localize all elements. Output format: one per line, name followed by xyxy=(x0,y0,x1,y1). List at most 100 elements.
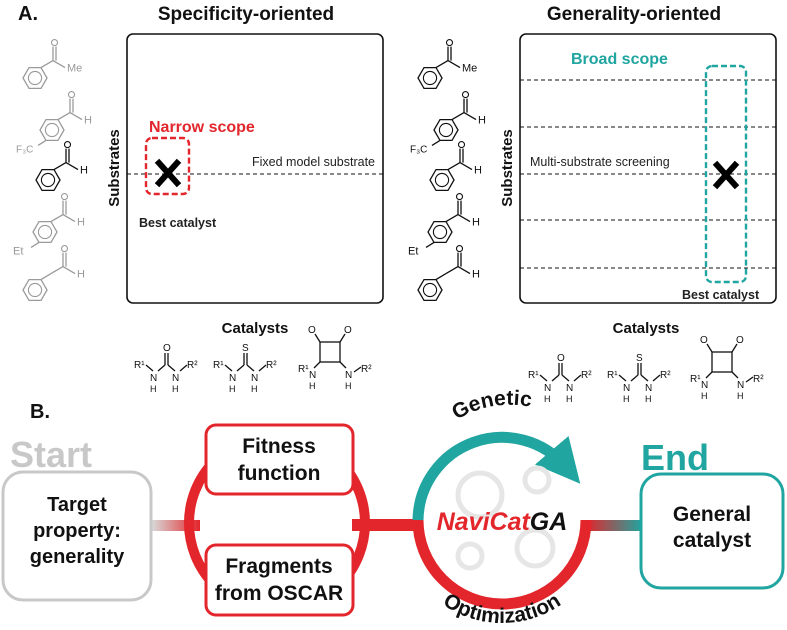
genetic-label-path: Genetic xyxy=(448,387,534,424)
bond xyxy=(463,112,477,121)
nitrogen-label: N xyxy=(701,380,708,391)
start-label: Start xyxy=(10,434,92,475)
substituent-label: H xyxy=(474,165,482,177)
ga-red-arc xyxy=(412,519,592,610)
oxygen-atom xyxy=(63,141,72,149)
hydrogen-label: H xyxy=(701,391,708,401)
bond xyxy=(224,364,233,372)
oxygen-label: O xyxy=(344,325,352,336)
bond xyxy=(551,374,560,382)
aromatic-circle xyxy=(44,122,60,138)
heteroatom-label: S xyxy=(636,353,643,364)
label-bg xyxy=(528,153,698,169)
bond xyxy=(731,343,738,353)
r1-label: R¹ xyxy=(607,370,618,381)
substrates-axis-right: Substrates xyxy=(499,129,516,207)
optimization-label: Optimization xyxy=(439,589,564,628)
bond xyxy=(457,266,471,275)
oxygen-atom xyxy=(60,193,69,201)
aromatic-circle xyxy=(27,70,43,86)
bond xyxy=(37,139,47,146)
bond xyxy=(313,361,321,369)
target-property-box xyxy=(1,470,153,602)
right-plot-frame xyxy=(519,33,777,304)
nitrogen-label: N xyxy=(566,383,573,394)
hydrogen-label: H xyxy=(345,381,352,391)
bond xyxy=(435,60,449,69)
bond xyxy=(451,112,465,121)
cf3-label: F₃C xyxy=(410,144,427,155)
aromatic-circle xyxy=(40,172,56,188)
bond xyxy=(30,241,40,248)
best-catalyst-marker-left xyxy=(154,158,182,188)
optimization-label-path: Optimization xyxy=(439,589,564,628)
benzene-ring xyxy=(22,278,48,302)
bond xyxy=(435,273,447,281)
aromatic-circle xyxy=(27,282,43,298)
benzene-ring xyxy=(22,66,48,90)
hydrogen-label: H xyxy=(229,384,236,394)
benzene-ring xyxy=(35,168,61,192)
narrow-scope-label: Narrow scope xyxy=(149,119,255,136)
substituent-label: H xyxy=(80,165,88,177)
panel-a-label: A. xyxy=(18,3,38,25)
substituent-label: H xyxy=(478,115,486,127)
bond xyxy=(53,162,67,171)
bond xyxy=(179,364,188,372)
left-plot-frame xyxy=(126,33,384,304)
substituent-label: Me xyxy=(462,63,477,75)
oxygen-atom xyxy=(457,141,466,149)
substituent-label: H xyxy=(77,269,85,281)
nitrogen-label: N xyxy=(544,383,551,394)
substrates-axis-left: Substrates xyxy=(106,129,123,207)
fitness-box-line2: function xyxy=(238,462,321,485)
right-title: Generality-oriented xyxy=(547,4,721,25)
bond xyxy=(431,139,441,146)
aromatic-circle xyxy=(434,172,450,188)
bond xyxy=(236,364,245,372)
multi-substrate-lines xyxy=(520,79,776,269)
bond xyxy=(706,343,713,353)
target-box-line2: property: xyxy=(33,520,121,542)
bond xyxy=(314,333,321,343)
bond xyxy=(246,364,255,372)
nitrogen-label: N xyxy=(150,373,157,384)
bond xyxy=(40,60,54,69)
bond xyxy=(50,214,64,223)
hydrogen-label: H xyxy=(737,391,744,401)
hydrogen-label: H xyxy=(623,394,630,404)
r2-label: R² xyxy=(753,374,764,385)
cf3-label: F₃C xyxy=(16,144,33,155)
benzene-ring xyxy=(417,66,443,90)
fitness-function-box xyxy=(204,423,355,496)
bond xyxy=(705,371,713,379)
target-box-line3: generality xyxy=(30,546,125,568)
ga-suffix: GA xyxy=(530,508,568,536)
fragments-box-line1: Fragments xyxy=(225,555,332,578)
bond xyxy=(445,266,459,275)
oxygen-label: O xyxy=(736,335,744,346)
panel-b-label: B. xyxy=(30,401,50,423)
oxygen-label: O xyxy=(700,335,708,346)
multi-substrate-label: Multi-substrate screening xyxy=(530,155,670,169)
nitrogen-label: N xyxy=(309,370,316,381)
r2-label: R² xyxy=(187,360,198,371)
bond xyxy=(40,273,52,281)
hydrogen-label: H xyxy=(566,394,573,404)
benzene-ring xyxy=(32,220,58,244)
best-catalyst-label-right: Best catalyst xyxy=(682,288,760,302)
navicatga-logo: NaviCatGA xyxy=(437,508,568,536)
end-connector xyxy=(586,520,642,531)
bond xyxy=(339,361,347,369)
bond xyxy=(425,241,435,248)
substituent-label: H xyxy=(77,217,85,229)
bond xyxy=(62,266,76,275)
genetic-label: Genetic xyxy=(448,387,534,424)
fitness-box-line1: Fitness xyxy=(242,435,316,458)
bond xyxy=(459,162,473,171)
bond xyxy=(52,60,66,69)
bond xyxy=(731,371,739,379)
r1-label: R¹ xyxy=(528,370,539,381)
aromatic-circle xyxy=(438,122,454,138)
